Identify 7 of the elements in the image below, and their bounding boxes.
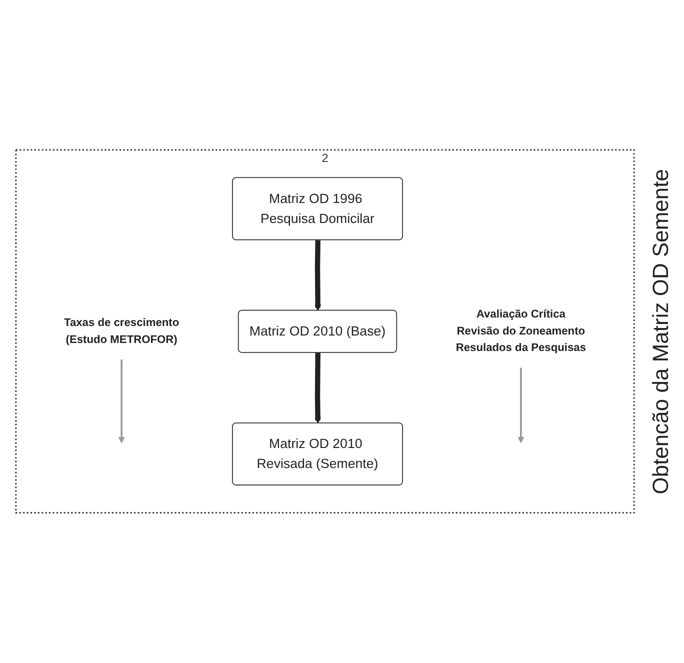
arrow <box>118 359 125 444</box>
arrow <box>314 352 322 424</box>
arrow <box>314 240 322 312</box>
arrow <box>518 368 524 444</box>
node-text: Taxas de crescimento (Estudo METROFOR) <box>64 316 180 346</box>
node-text: Avaliação Crítica Revisão do Zoneamento Resulados da Pesquisas <box>456 308 586 354</box>
side-label: Obtencão da Matriz OD Semente <box>648 168 674 494</box>
